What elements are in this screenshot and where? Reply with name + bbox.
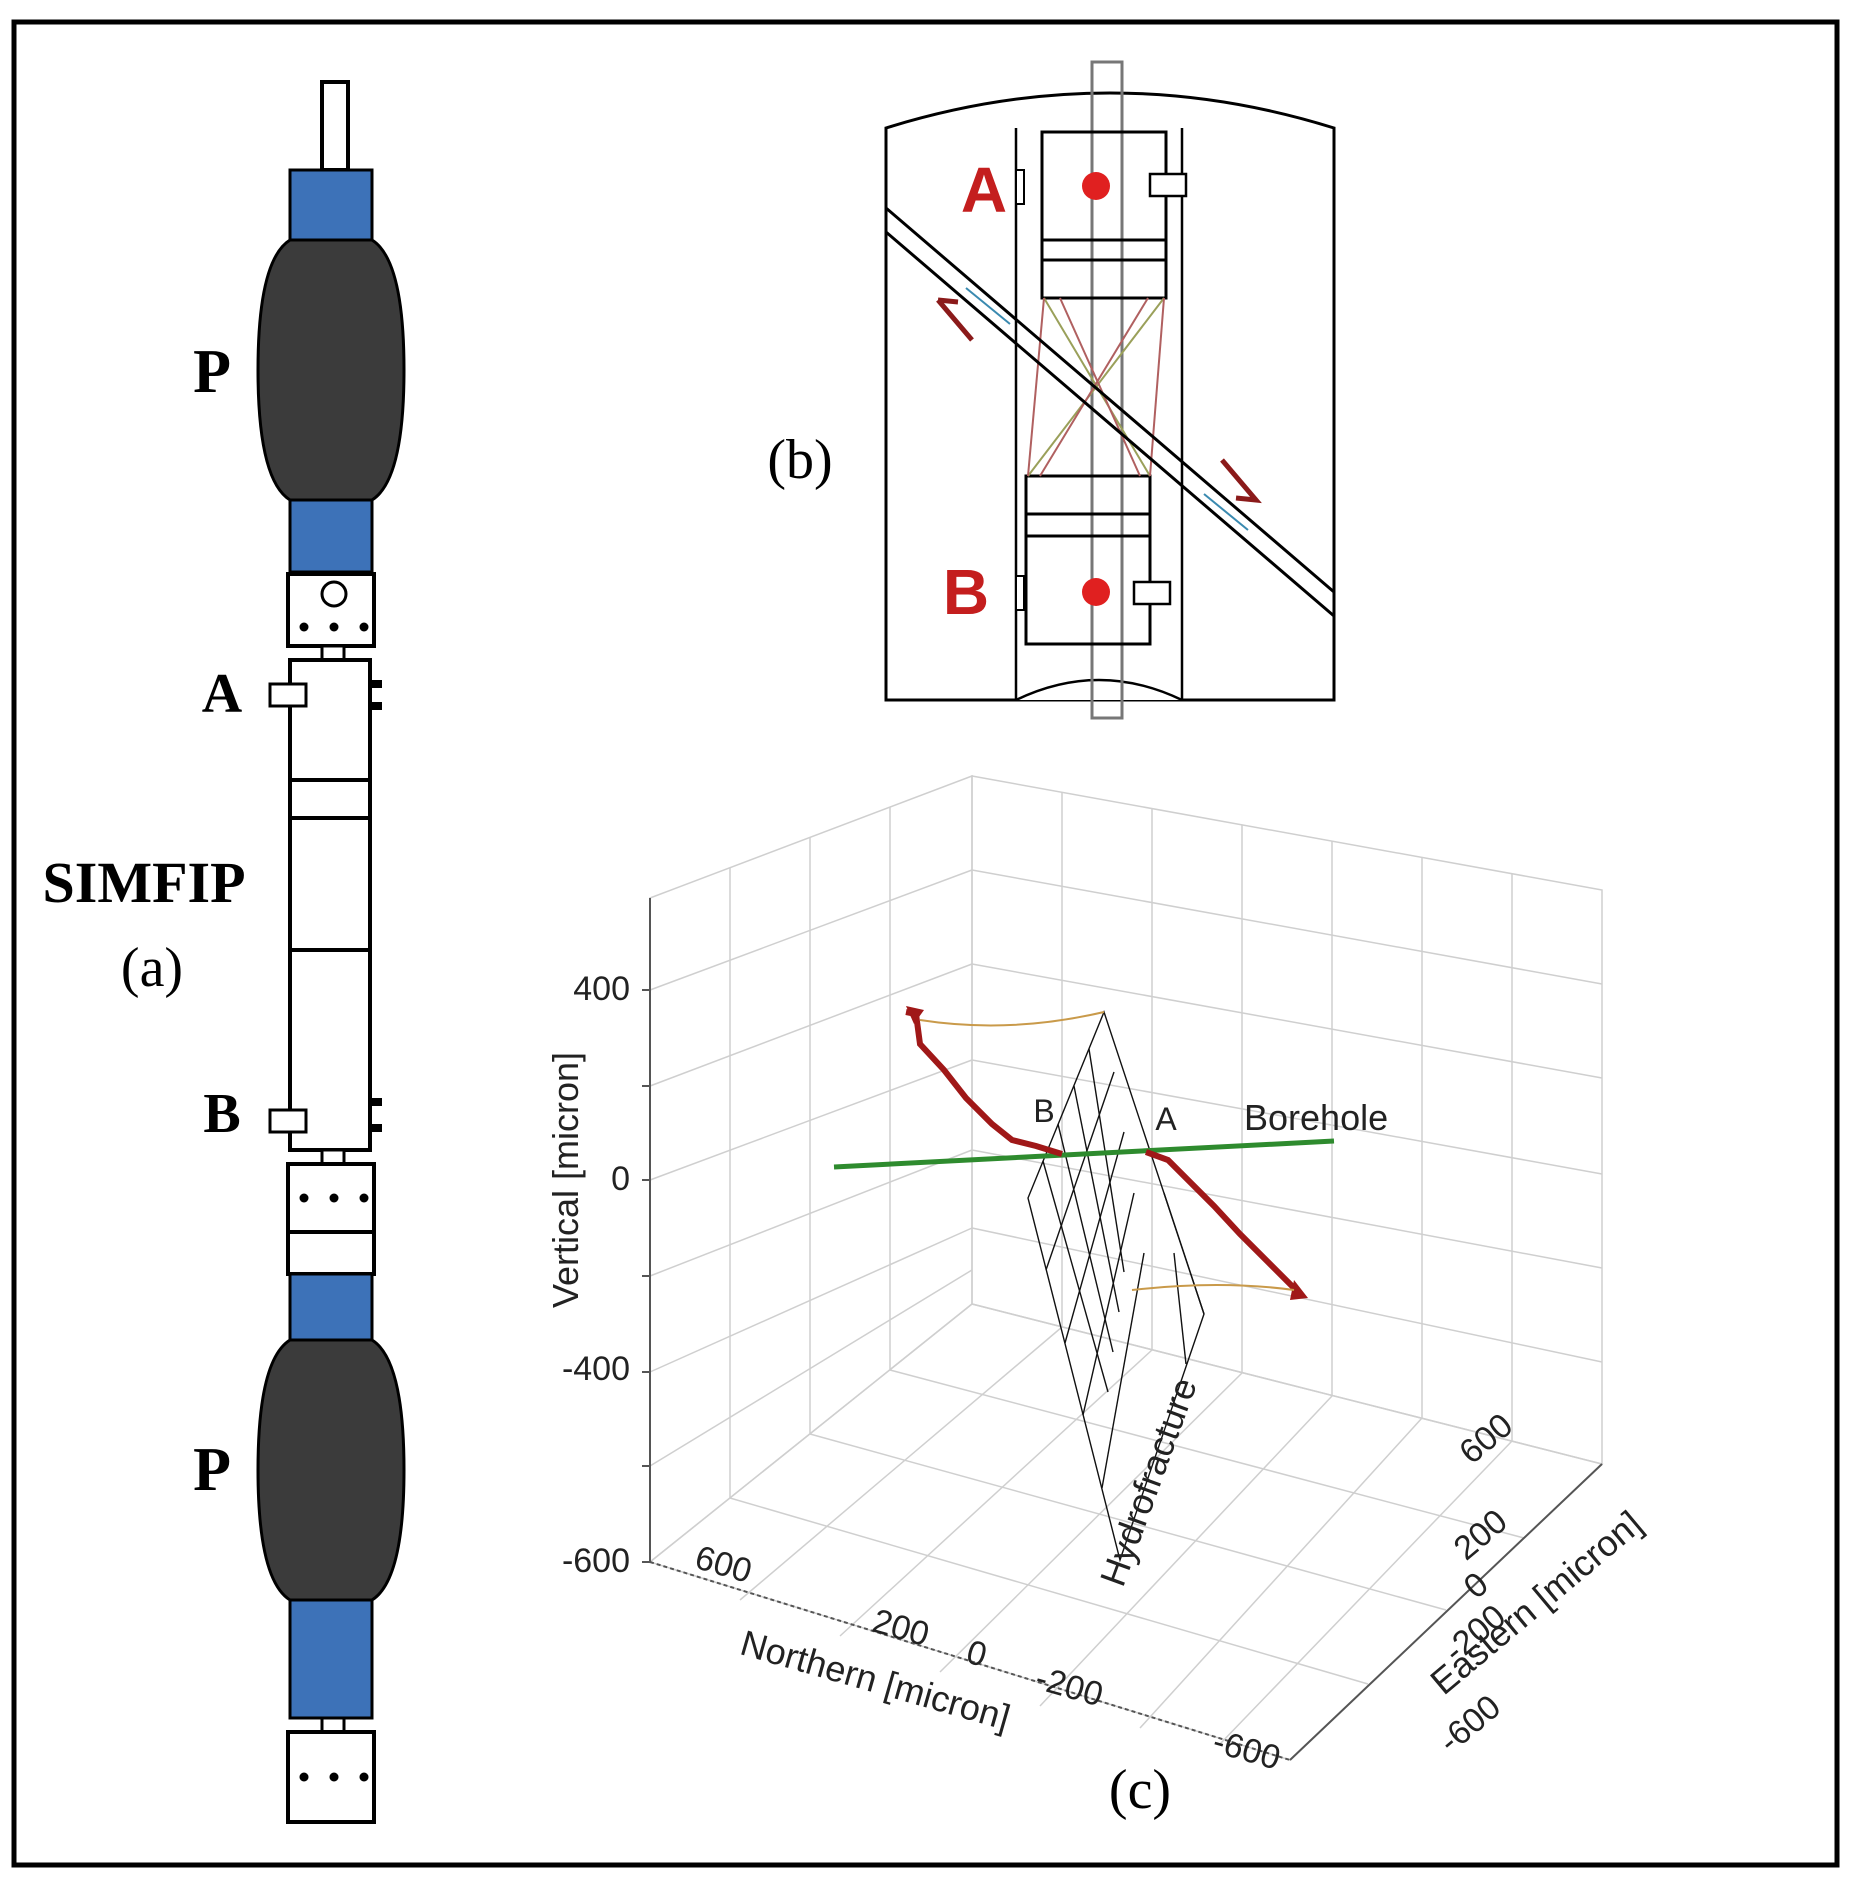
vertical-axis-label: Vertical [micron] [545,1052,586,1308]
northern-tick-200: 200 [868,1602,933,1654]
panel-b-borehole-schematic: A B (b) [767,60,1336,720]
fracture-line-lower [885,230,1335,618]
anchor-a-label: A [202,663,243,725]
panel-c-anchor-a-label: A [1155,1101,1177,1137]
eastern-tick-600: 600 [1452,1406,1520,1472]
anchor-b-label: B [203,1083,240,1145]
figure-frame [11,19,1840,1868]
tool-label: SIMFIP [43,850,246,915]
plot-grid [648,774,1604,1761]
borehole-label: Borehole [1244,1097,1388,1138]
anchor-a-dot [1082,172,1110,200]
bottom-blue-collar-lower [288,1598,374,1720]
vertical-tick-neg600: -600 [562,1542,630,1580]
panel-c-anchor-b-label: B [1033,1093,1054,1129]
bottom-packer [256,1338,406,1602]
anchor-b-marker [268,1108,308,1134]
northern-tick-600: 600 [691,1539,756,1591]
vertical-tick-400: 400 [573,970,630,1008]
northern-tick-neg200: -200 [1031,1659,1107,1714]
panel-c-label: (c) [1109,1759,1171,1821]
rock-cylinder [884,91,1336,702]
connector-circle [320,580,348,608]
displacement-path-b [905,1009,1063,1157]
vertical-tick-0: 0 [611,1160,630,1198]
displacement-path-a [1144,1149,1303,1297]
anchor-a-marker [268,682,308,708]
slip-arrow-lower [1220,458,1262,504]
bottom-connector-box [286,1162,376,1276]
fracture-line-upper [885,206,1335,594]
top-rod [320,80,350,172]
borehole-line [833,1138,1335,1170]
northern-tick-neg600: -600 [1209,1722,1285,1777]
slip-arrow-upper [936,297,974,342]
packer-label-top: P [193,338,231,406]
hydrofracture-mesh [1027,1009,1205,1563]
top-blue-collar-lower [288,498,374,574]
top-packer [256,238,406,502]
northern-tick-0: 0 [962,1633,991,1675]
panel-b-anchor-a-label: A [961,154,1007,226]
anchor-b-dot [1082,578,1110,606]
eastern-tick-neg600: -600 [1431,1688,1508,1761]
panel-b-anchor-b-label: B [943,556,989,628]
hydrofracture-label: Hydrofracture [1092,1372,1205,1591]
eastern-axis-line [1289,1463,1603,1761]
vertical-tick-neg400: -400 [562,1350,630,1388]
panel-a-label: (a) [121,937,183,999]
simfip-body [288,658,372,1152]
panel-c-3d-plot: 400 0 -400 -600 Vertical [micron] 600 20… [545,774,1650,1821]
packer-label-bottom: P [193,1436,231,1504]
panel-b-label: (b) [767,429,832,491]
top-blue-collar [288,168,374,252]
panel-a-tool-schematic: P A SIMFIP (a) B P [43,80,406,1824]
